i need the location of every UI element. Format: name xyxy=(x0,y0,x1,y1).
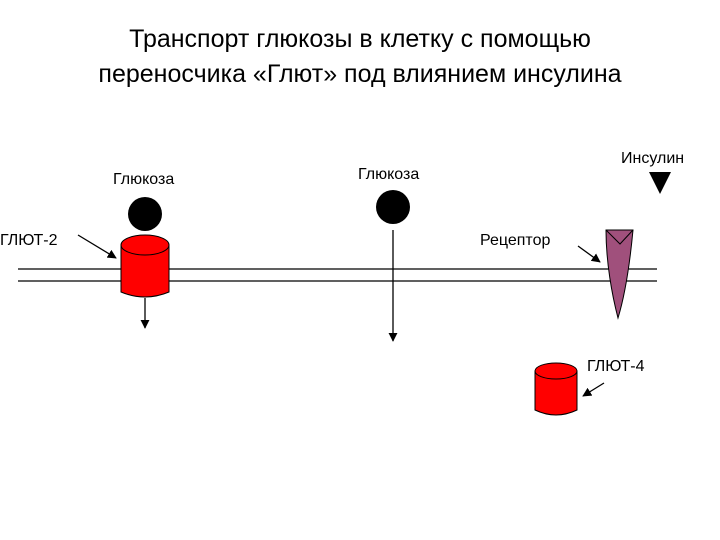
glut4-pointer-arrow xyxy=(582,382,605,397)
receptor-pointer-arrow xyxy=(577,245,601,263)
title-line-1: Транспорт глюкозы в клетку с помощью xyxy=(129,25,591,53)
glucose-molecule-center xyxy=(376,190,410,224)
glut2-transporter xyxy=(120,234,170,298)
insulin-receptor xyxy=(605,229,634,320)
insulin-triangle xyxy=(649,172,671,194)
glut4-transporter xyxy=(534,362,578,416)
glut2-pointer-arrow xyxy=(77,234,117,259)
glucose-label-left: Глюкоза xyxy=(113,171,175,188)
glucose-molecule-left xyxy=(128,197,162,231)
slide-title: Транспорт глюкозы в клетку с помощью пер… xyxy=(0,22,720,92)
receptor-label: Рецептор xyxy=(480,232,551,249)
glut4-label: ГЛЮТ-4 xyxy=(587,358,645,375)
glut2-label: ГЛЮТ-2 xyxy=(0,232,58,249)
insulin-label: Инсулин xyxy=(621,150,685,167)
title-line-2: переносчика «Глют» под влиянием инсулина xyxy=(98,60,622,88)
glucose-label-center: Глюкоза xyxy=(358,166,420,183)
